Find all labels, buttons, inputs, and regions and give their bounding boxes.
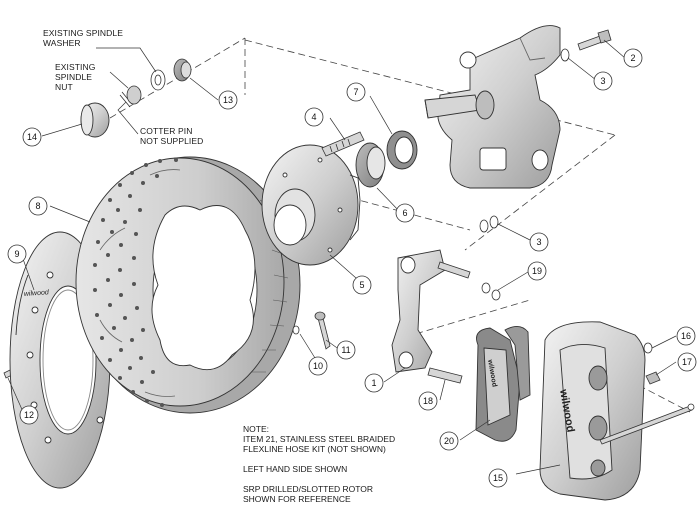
- part-16-bleeder: [643, 342, 653, 354]
- label-line: COTTER PIN: [140, 126, 193, 136]
- part-13-nut: [173, 58, 192, 82]
- svg-text:9: 9: [14, 249, 19, 259]
- callout-3b: 3: [529, 232, 549, 252]
- part-10-washer: [292, 325, 300, 335]
- note-item21-line: FLEXLINE HOSE KIT (NOT SHOWN): [243, 444, 386, 454]
- callout-19: 19: [527, 261, 547, 281]
- svg-text:20: 20: [444, 436, 454, 446]
- label-line: NOT SUPPLIED: [140, 136, 204, 146]
- label-line: NUT: [55, 82, 73, 92]
- svg-text:16: 16: [681, 331, 691, 341]
- label-existing-spindle-nut: EXISTING SPINDLE NUT: [55, 62, 95, 92]
- rotor-slots: [99, 169, 181, 397]
- callout-6: 6: [395, 203, 415, 223]
- svg-text:19: 19: [532, 266, 542, 276]
- note-item21-line: ITEM 21, STAINLESS STEEL BRAIDED: [243, 434, 396, 444]
- rotor-drill-holes: [93, 158, 178, 407]
- label-line: EXISTING: [55, 62, 96, 72]
- pad-logo: wilwood: [486, 358, 498, 387]
- callout-20: 20: [439, 431, 459, 451]
- callout-16: 16: [676, 326, 696, 346]
- part-3-washers-upper: [560, 48, 570, 62]
- svg-text:3: 3: [536, 237, 541, 247]
- svg-text:5: 5: [359, 280, 364, 290]
- callout-9: 9: [7, 244, 27, 264]
- svg-text:6: 6: [402, 208, 407, 218]
- note-side: LEFT HAND SIDE SHOWN: [243, 464, 348, 474]
- callout-2: 2: [623, 48, 643, 68]
- part-20-brake-pad: wilwood: [475, 326, 531, 442]
- part-5-hub: [261, 144, 361, 266]
- part-2-bolt: [577, 29, 612, 51]
- svg-text:1: 1: [371, 378, 376, 388]
- callout-17: 17: [677, 352, 697, 372]
- callout-4: 4: [304, 107, 324, 127]
- note-spacer: [243, 454, 395, 464]
- svg-text:2: 2: [630, 53, 635, 63]
- svg-text:15: 15: [493, 473, 503, 483]
- notes-block: NOTE: ITEM 21, STAINLESS STEEL BRAIDED F…: [243, 424, 395, 504]
- label-line: EXISTING SPINDLE: [43, 28, 124, 38]
- note-title: NOTE:: [243, 424, 269, 434]
- part-4-stud: [321, 131, 365, 157]
- callout-8: 8: [28, 196, 48, 216]
- svg-text:18: 18: [423, 396, 433, 406]
- caliper-retainer-pin: [599, 403, 695, 445]
- svg-text:14: 14: [27, 132, 37, 142]
- svg-text:17: 17: [682, 357, 692, 367]
- part-3-washers-lower: [479, 215, 499, 233]
- callout-11: 11: [336, 340, 356, 360]
- part-7-seal: [386, 130, 418, 170]
- note-rotor-line: SHOWN FOR REFERENCE: [243, 494, 351, 504]
- label-line: SPINDLE: [55, 72, 93, 82]
- part-11-pin: [314, 311, 331, 350]
- svg-text:4: 4: [311, 112, 316, 122]
- label-line: WASHER: [43, 38, 81, 48]
- label-existing-spindle-washer: EXISTING SPINDLE WASHER: [43, 28, 123, 48]
- callout-18: 18: [418, 391, 438, 411]
- part-18-bolt: [427, 367, 463, 384]
- existing-spindle-washer: [150, 69, 166, 91]
- label-cotter-pin: COTTER PIN NOT SUPPLIED: [140, 126, 203, 146]
- part-14-dust-cap: [80, 102, 110, 138]
- callout-1: 1: [364, 373, 384, 393]
- svg-text:13: 13: [223, 95, 233, 105]
- callout-5: 5: [352, 275, 372, 295]
- callout-bubbles: 2 3 3 4 5 6 7 8 9 10 11 12 13 14 15 16 1…: [7, 48, 697, 488]
- part-8-rotor: [75, 156, 301, 414]
- svg-text:3: 3: [600, 76, 605, 86]
- callout-3a: 3: [593, 71, 613, 91]
- callout-13: 13: [218, 90, 238, 110]
- svg-text:11: 11: [341, 345, 350, 355]
- part-15-caliper: wilwood: [539, 321, 646, 501]
- svg-text:10: 10: [313, 361, 323, 371]
- note-spacer: [243, 474, 395, 484]
- callout-12: 12: [19, 405, 39, 425]
- svg-text:7: 7: [353, 87, 358, 97]
- callout-leaders: [7, 39, 677, 475]
- callout-14: 14: [22, 127, 42, 147]
- callout-10: 10: [308, 356, 328, 376]
- part-6-bearing: [355, 142, 386, 188]
- svg-text:12: 12: [24, 410, 34, 420]
- callout-15: 15: [488, 468, 508, 488]
- existing-spindle-knuckle: [424, 25, 561, 189]
- callout-7: 7: [346, 82, 366, 102]
- part-19-hardware: [437, 261, 501, 301]
- note-rotor-line: SRP DRILLED/SLOTTED ROTOR: [243, 484, 374, 494]
- label-leaders: [96, 47, 157, 135]
- hat-logo: wilwood: [24, 289, 50, 298]
- svg-text:8: 8: [35, 201, 40, 211]
- part-1-caliper-bracket: [391, 249, 446, 373]
- existing-spindle-nut: [126, 85, 142, 105]
